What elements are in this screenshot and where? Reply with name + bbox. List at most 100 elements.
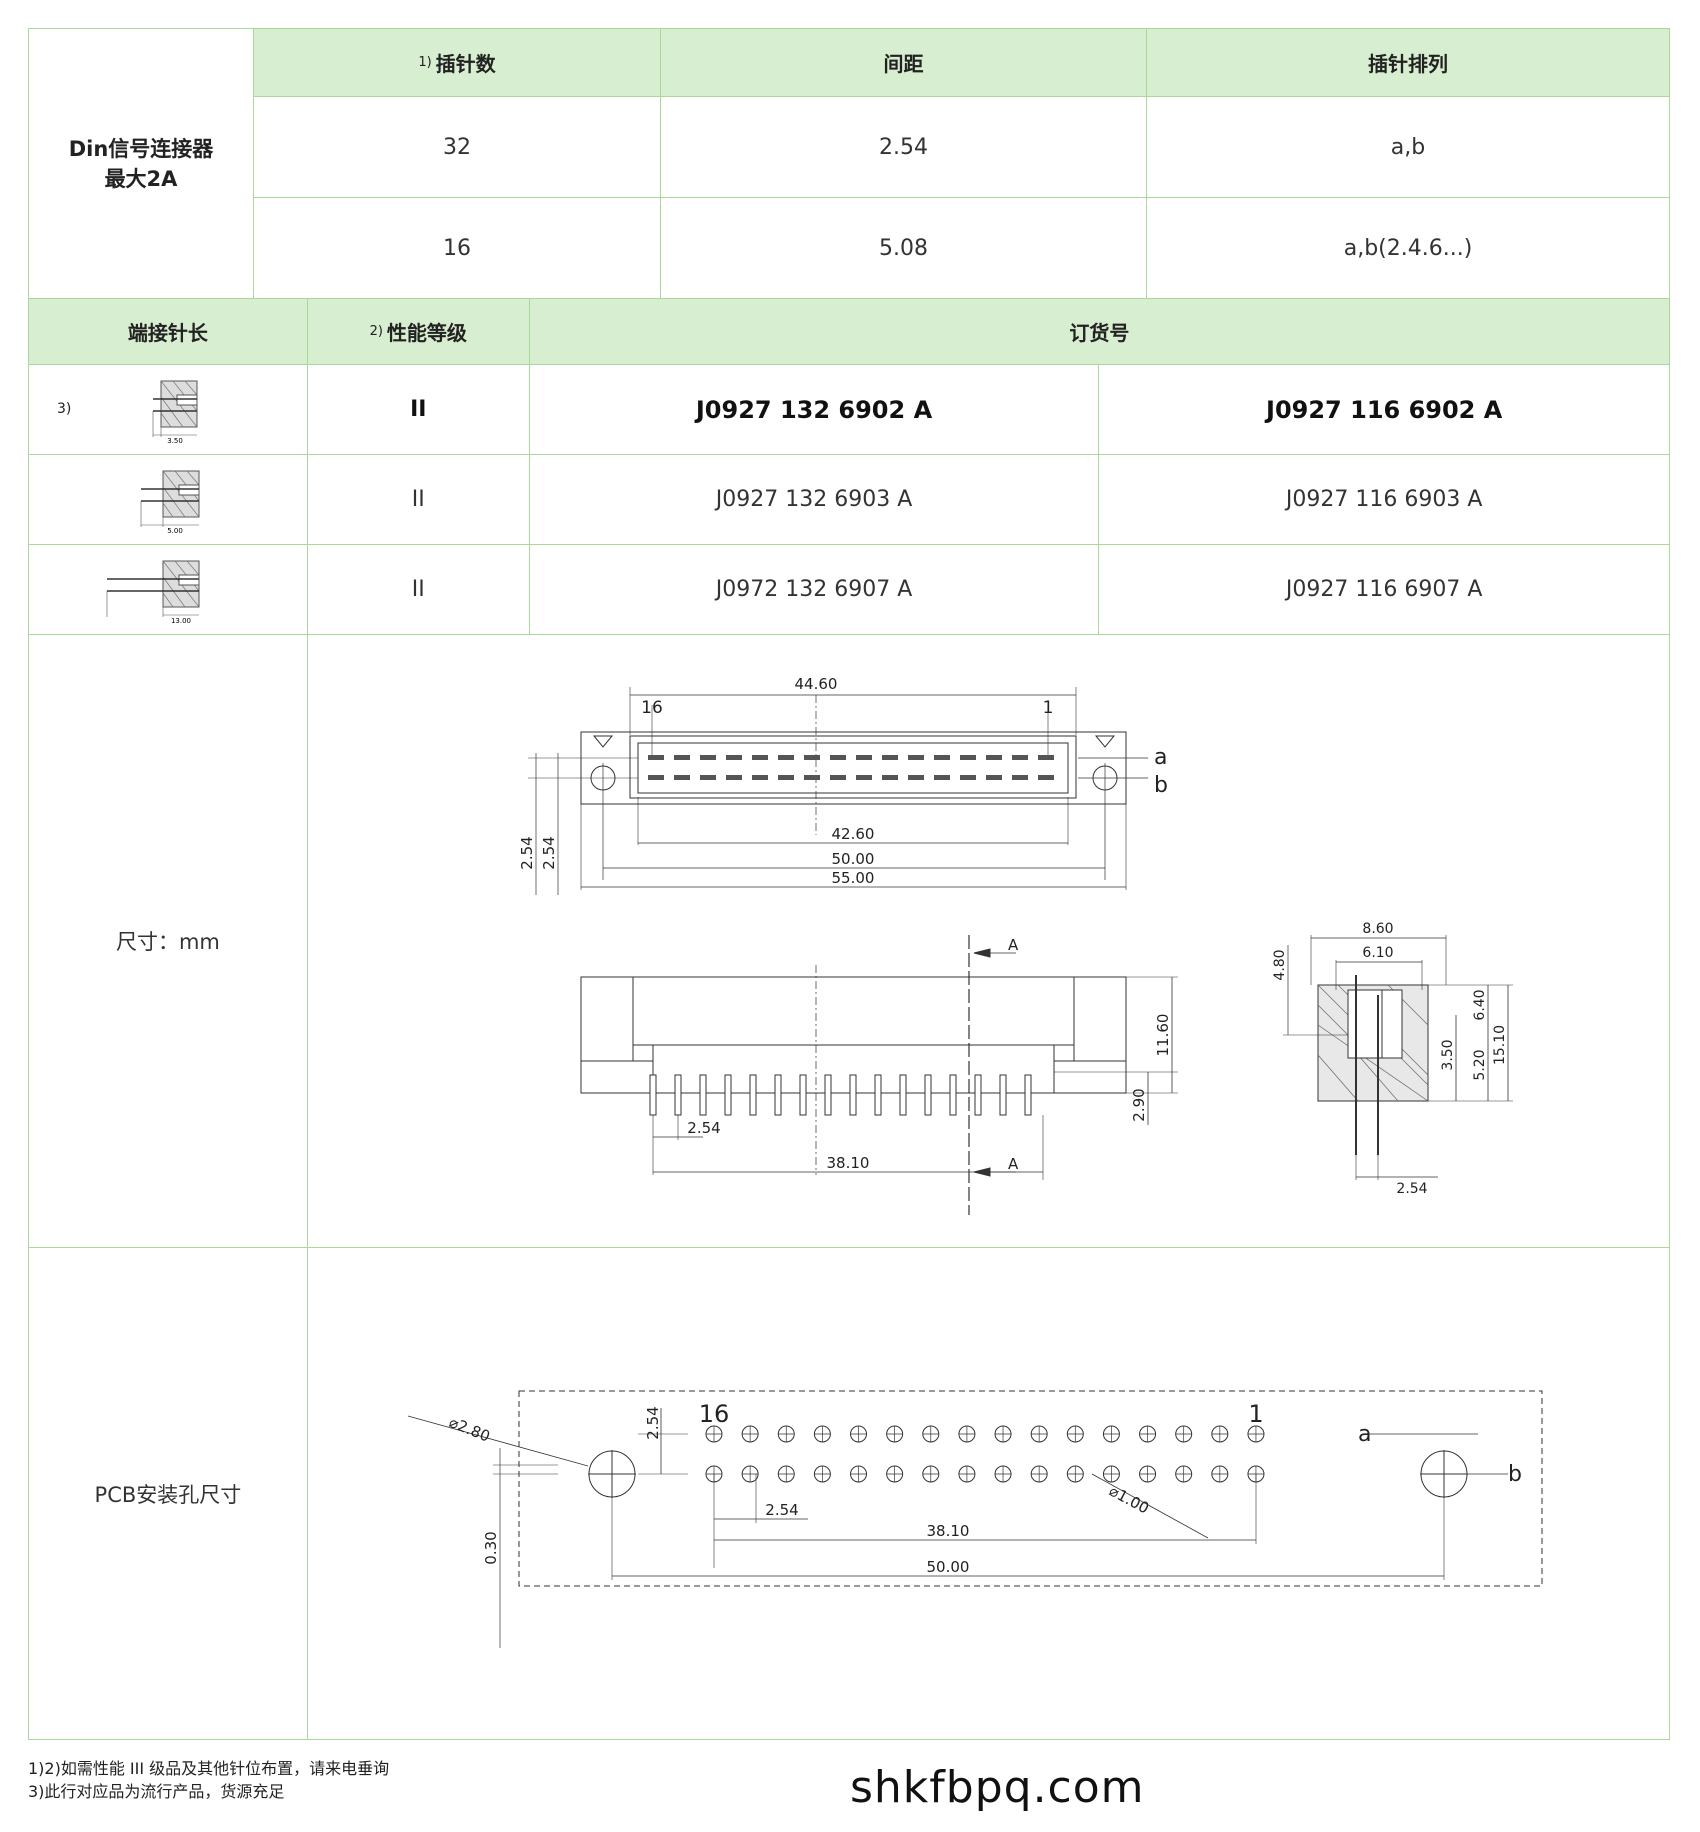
dim-pin-pitch: 2.54 xyxy=(687,1119,720,1137)
pcb-pin-label-left: 16 xyxy=(699,1400,730,1428)
pin-hole-cross xyxy=(922,1466,939,1482)
product-spec-table: Din信号连接器 最大2A 1)插针数 间距 插针排列 32 2.54 a,b … xyxy=(28,28,1670,1740)
header-pin-length: 端接针长 xyxy=(29,299,308,365)
side-pins xyxy=(649,1074,1032,1116)
pin-hole-cross xyxy=(741,1426,758,1442)
pin-hole-cross xyxy=(1067,1426,1084,1442)
dim-pin-pitch: 2.54 xyxy=(765,1501,798,1519)
website: shkfbpq.com xyxy=(850,1762,1145,1813)
header-grade: 2)性能等级 xyxy=(307,299,530,365)
dim-mount-span: 50.00 xyxy=(926,1558,969,1576)
pin-hole-cross xyxy=(705,1426,722,1442)
spec-row: 32 2.54 a,b xyxy=(254,97,1670,198)
pin-hole-cross xyxy=(1211,1466,1228,1482)
end-dim-h5: 15.10 xyxy=(1492,1025,1508,1065)
pin-hole-cross xyxy=(1103,1426,1120,1442)
product-title: Din信号连接器 最大2A xyxy=(29,29,254,299)
order-row: 13.00 II J0972 132 6907 A J0927 116 6907… xyxy=(28,545,1670,635)
order-code-16: J0927 116 6903 A xyxy=(1099,455,1670,545)
product-title-line2: 最大2A xyxy=(104,166,178,191)
header-order-number: 订货号 xyxy=(529,299,1670,365)
pcb-outline xyxy=(518,1390,1543,1587)
dim-row-pitch-1: 2.54 xyxy=(518,836,536,869)
pin-hole-cross xyxy=(778,1466,795,1482)
dim-row-pitch-2: 2.54 xyxy=(540,836,558,869)
pin-length-cell: 5.00 xyxy=(29,455,308,545)
end-dim-h4: 3.50 xyxy=(1440,1039,1456,1070)
section-label-bottom: A xyxy=(1008,1155,1019,1173)
pcb-row: PCB安装孔尺寸 xyxy=(28,1248,1670,1740)
spec-block: Din信号连接器 最大2A 1)插针数 间距 插针排列 32 2.54 a,b … xyxy=(28,28,1670,299)
dim-pin-span: 38.10 xyxy=(826,1154,869,1172)
header-label: 性能等级 xyxy=(386,321,467,345)
footnotes: 1)2)如需性能 III 级品及其他针位布置，请来电垂询 3)此行对应品为流行产… xyxy=(28,1757,389,1803)
pin-hole-cross xyxy=(994,1426,1011,1442)
pin-hole-cross xyxy=(1030,1426,1047,1442)
header-label: 插针排列 xyxy=(1368,52,1448,76)
end-dim-h1: 4.80 xyxy=(1272,949,1288,980)
pcb-row-label-a: a xyxy=(1358,1422,1371,1447)
pcb-hole-drawing: ⌀2.80 2.54 16 1 a b ⌀1.00 2.54 38.10 50.… xyxy=(407,1390,1543,1648)
pin-length-value: 3.50 xyxy=(167,437,183,445)
header-label: 端接针长 xyxy=(127,321,208,345)
pitch-cell: 5.08 xyxy=(661,198,1147,299)
pin-label-right: 1 xyxy=(1042,698,1053,718)
order-code-32: J0972 132 6907 A xyxy=(529,545,1100,635)
front-pin-slots xyxy=(647,755,1054,780)
pin-hole-cross xyxy=(1030,1466,1047,1482)
pin-hole-cross xyxy=(994,1466,1011,1482)
pin-hole-cross xyxy=(958,1466,975,1482)
pin-hole-cross xyxy=(741,1466,758,1482)
pin-hole-cross xyxy=(1103,1466,1120,1482)
footnote-1: 1)2)如需性能 III 级品及其他针位布置，请来电垂询 xyxy=(28,1759,390,1778)
header-note: 1) xyxy=(418,55,432,70)
pin-length-cell: 13.00 xyxy=(29,545,308,635)
row-note: 3) xyxy=(57,401,72,417)
end-dim-width-inner: 6.10 xyxy=(1362,945,1393,961)
dim-mount-hole: ⌀2.80 xyxy=(446,1413,492,1446)
pin-hole-cross xyxy=(1247,1466,1264,1482)
dim-standoff: 2.90 xyxy=(1130,1088,1148,1121)
pin-spec-table: 1)插针数 间距 插针排列 32 2.54 a,b 16 5.08 a,b(2.… xyxy=(254,29,1670,299)
pin-hole-cross xyxy=(1067,1466,1084,1482)
row-label-a: a xyxy=(1154,745,1167,770)
dim-total: 44.60 xyxy=(794,675,837,693)
pin-hole-cross xyxy=(1247,1426,1264,1442)
grade-cell: II xyxy=(307,455,530,545)
end-view xyxy=(1282,935,1513,1180)
pcb-pin-holes xyxy=(705,1425,1265,1483)
pin-count-cell: 32 xyxy=(254,97,661,198)
header-label: 间距 xyxy=(883,52,924,76)
header-arrangement: 插针排列 xyxy=(1147,29,1670,97)
arrangement-cell: a,b xyxy=(1147,97,1670,198)
end-dim-pitch: 2.54 xyxy=(1396,1181,1427,1197)
pin-hole-cross xyxy=(958,1426,975,1442)
pin-hole-cross xyxy=(814,1426,831,1442)
pin-hole-cross xyxy=(1175,1426,1192,1442)
product-title-line1: Din信号连接器 xyxy=(68,136,214,161)
end-dim-h3: 5.20 xyxy=(1472,1049,1488,1080)
dimension-drawing: 44.60 16 1 a b 42.60 50.00 55.00 2.54 2.… xyxy=(518,675,1513,1215)
pin-hole-cross xyxy=(1139,1426,1156,1442)
dim-offset: 0.30 xyxy=(482,1531,500,1564)
header-label: 插针数 xyxy=(435,52,496,76)
pin-length-cell: 3) 3.50 xyxy=(29,365,308,455)
pin-hole-cross xyxy=(850,1426,867,1442)
pin-count-cell: 16 xyxy=(254,198,661,299)
order-header-row: 端接针长 2)性能等级 订货号 xyxy=(28,299,1670,365)
pin-hole-cross xyxy=(1175,1466,1192,1482)
order-row: 5.00 II J0927 132 6903 A J0927 116 6903 … xyxy=(28,455,1670,545)
pin-length-value: 5.00 xyxy=(167,527,183,535)
order-row: 3) 3.50 II J0927 132 6902 A J0927 116 69… xyxy=(28,365,1670,455)
arrangement-cell: a,b(2.4.6...) xyxy=(1147,198,1670,299)
dim-height: 11.60 xyxy=(1154,1014,1172,1057)
order-code-16: J0927 116 6907 A xyxy=(1099,545,1670,635)
header-note: 2) xyxy=(369,324,383,339)
order-code-32: J0927 132 6903 A xyxy=(529,455,1100,545)
pin-label-left: 16 xyxy=(641,698,663,718)
pin-hole-cross xyxy=(1139,1466,1156,1482)
dim-body: 55.00 xyxy=(831,869,874,887)
pin-length-drawing: 3.50 xyxy=(152,380,198,445)
order-code-16: J0927 116 6902 A xyxy=(1099,365,1670,455)
pin-hole-cross xyxy=(1211,1426,1228,1442)
